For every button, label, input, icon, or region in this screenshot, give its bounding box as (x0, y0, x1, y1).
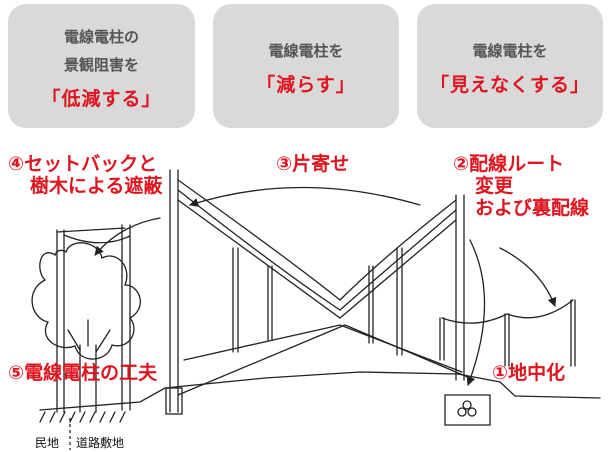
main-pole (169, 169, 179, 413)
utility-pole (396, 247, 403, 356)
card-line: 電線電柱を (472, 42, 548, 60)
utility-wire (56, 227, 131, 244)
card-line: 電線電柱の (63, 28, 139, 46)
label-underground: ①地中化 (492, 362, 566, 384)
label-road-land: 道路敷地 (76, 436, 125, 450)
utility-wire (339, 209, 457, 311)
label-route: ②配線ルート 変更 および裏配線 (453, 153, 589, 219)
label-line: および裏配線 (475, 197, 590, 219)
label-design: ⑤電線電柱の工夫 (8, 362, 158, 384)
tree-trunk (79, 344, 97, 413)
ground-line (39, 371, 601, 411)
label-setback: ④セットバックと 樹木による遮蔽 (8, 153, 162, 197)
arrow-route (499, 247, 557, 307)
label-one-side: ③片寄せ (276, 153, 350, 175)
right-pole (455, 194, 465, 381)
label-line: ④セットバックと (8, 153, 158, 175)
arrow-underground (466, 239, 486, 386)
utility-wire (441, 299, 574, 324)
utility-pole (570, 299, 576, 367)
utility-pole (121, 224, 131, 411)
card-emphasis: 「見えなくする」 (429, 74, 590, 96)
card-emphasis: 「減らす」 (256, 74, 356, 96)
arrow-setback (94, 217, 161, 256)
arrow-one-side (189, 186, 421, 207)
utility-wire (177, 179, 341, 301)
underground-box (444, 394, 491, 426)
card-reduce-impact: 電線電柱の 景観阻害を 「低減する」 (8, 4, 195, 128)
card-decrease: 電線電柱を 「減らす」 (213, 4, 399, 128)
road-edge (177, 324, 471, 396)
utility-pole (439, 317, 445, 361)
utility-pole (267, 265, 273, 341)
card-hide: 電線電柱を 「見えなくする」 (417, 4, 603, 128)
ground-hatch (39, 411, 126, 423)
utility-pole (368, 265, 374, 344)
utility-wire (177, 199, 457, 319)
card-line: 景観阻害を (63, 56, 139, 74)
card-emphasis: 「低減する」 (41, 88, 162, 110)
utility-pole (232, 247, 239, 353)
tree-branch (67, 319, 111, 353)
utility-wire (177, 189, 341, 311)
tree-outline (31, 242, 141, 360)
label-line: ②配線ルート (453, 153, 565, 175)
label-private-land: 民地 (35, 436, 60, 450)
utility-wire (339, 199, 457, 301)
pole-base (165, 387, 183, 415)
road-edge (183, 324, 463, 373)
utility-pole (504, 313, 510, 367)
card-line: 電線電柱を (268, 42, 344, 60)
label-line: 樹木による遮蔽 (30, 175, 163, 197)
label-line: 変更 (475, 175, 514, 197)
utility-pole (56, 229, 65, 413)
